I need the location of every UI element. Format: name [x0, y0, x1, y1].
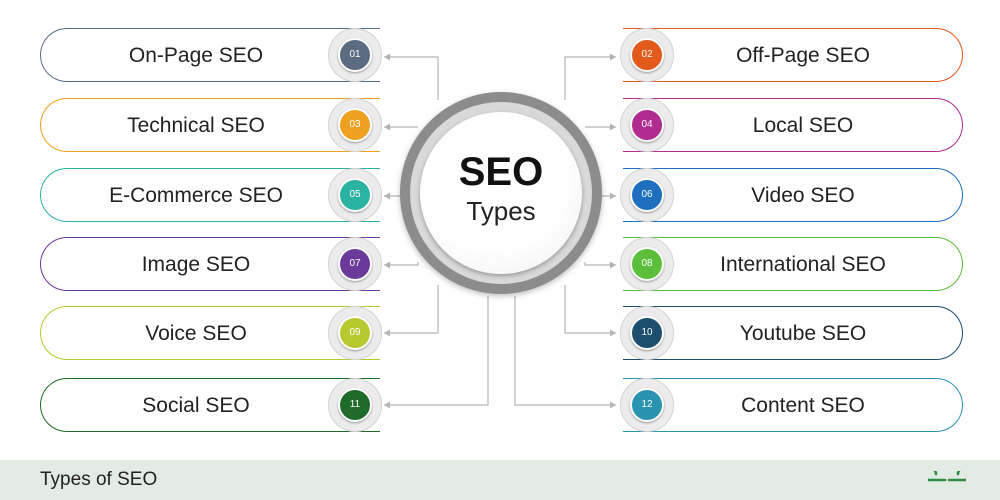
number-badge: 09	[328, 306, 382, 360]
connector-arrow	[384, 123, 390, 131]
seo-type-label: Social SEO	[142, 394, 250, 417]
seo-type-card: Video SEO	[623, 168, 963, 222]
connector-arrow	[610, 329, 616, 337]
connector-lines	[384, 53, 616, 409]
number-badge: 08	[620, 237, 674, 291]
seo-type-label: International SEO	[720, 253, 886, 276]
number-badge-text: 01	[338, 38, 372, 72]
geeksforgeeks-logo-icon	[928, 471, 966, 482]
seo-type-card: Content SEO	[623, 378, 963, 432]
connector-arrow	[384, 329, 390, 337]
seo-type-label: Voice SEO	[145, 322, 247, 345]
seo-type-card: On-Page SEO	[40, 28, 380, 82]
connector-arrow	[384, 401, 390, 409]
seo-type-label: On-Page SEO	[128, 44, 264, 67]
connector-line	[384, 56, 439, 100]
seo-type-label: Image SEO	[141, 253, 251, 276]
connector-arrow	[384, 53, 390, 61]
seo-type-label: Content SEO	[741, 394, 865, 417]
seo-type-card: Local SEO	[623, 98, 963, 152]
connector-arrow	[610, 261, 616, 269]
connector-line	[564, 285, 616, 334]
connector-arrow	[384, 192, 390, 200]
number-badge: 01	[328, 28, 382, 82]
hub-subtitle: Types	[466, 196, 536, 226]
seo-type-label: Technical SEO	[127, 114, 265, 137]
number-badge-text: 03	[338, 108, 372, 142]
connector-line	[384, 262, 419, 266]
hub-circle: SEO Types	[400, 92, 602, 294]
hub-core: SEO Types	[420, 112, 582, 274]
footer-bar: Types of SEO	[0, 460, 1000, 500]
seo-type-card: Youtube SEO	[623, 306, 963, 360]
number-badge: 07	[328, 237, 382, 291]
seo-type-card: Image SEO	[40, 237, 380, 291]
footer-label: Types of SEO	[40, 469, 158, 490]
seo-type-card: Technical SEO	[40, 98, 380, 152]
number-badge: 06	[620, 168, 674, 222]
number-badge: 05	[328, 168, 382, 222]
connector-line	[384, 285, 439, 334]
connector-line	[384, 296, 489, 406]
number-badge-text: 04	[630, 108, 664, 142]
seo-type-label: E-Commerce SEO	[109, 184, 283, 207]
seo-type-label: Local SEO	[752, 114, 854, 137]
connector-arrow	[384, 261, 390, 269]
number-badge-text: 10	[630, 316, 664, 350]
hub-title: SEO	[458, 150, 544, 194]
number-badge: 02	[620, 28, 674, 82]
seo-type-card: Social SEO	[40, 378, 380, 432]
seo-type-label: Video SEO	[751, 184, 855, 207]
connector-arrow	[610, 192, 616, 200]
number-badge: 04	[620, 98, 674, 152]
number-badge-text: 12	[630, 388, 664, 422]
seo-type-label: Youtube SEO	[739, 322, 867, 345]
seo-type-card: Off-Page SEO	[623, 28, 963, 82]
number-badge-text: 02	[630, 38, 664, 72]
connector-line	[564, 56, 616, 100]
connector-line	[584, 262, 616, 266]
number-badge-text: 05	[338, 178, 372, 212]
connector-arrow	[610, 53, 616, 61]
number-badge: 03	[328, 98, 382, 152]
number-badge: 11	[328, 378, 382, 432]
number-badge: 10	[620, 306, 674, 360]
seo-type-card: International SEO	[623, 237, 963, 291]
connector-arrow	[610, 401, 616, 409]
seo-type-card: Voice SEO	[40, 306, 380, 360]
seo-type-card: E-Commerce SEO	[40, 168, 380, 222]
number-badge-text: 11	[338, 388, 372, 422]
seo-type-label: Off-Page SEO	[736, 44, 870, 67]
number-badge-text: 07	[338, 247, 372, 281]
number-badge-text: 06	[630, 178, 664, 212]
number-badge-text: 09	[338, 316, 372, 350]
number-badge-text: 08	[630, 247, 664, 281]
connector-arrow	[610, 123, 616, 131]
connector-line	[514, 296, 616, 406]
number-badge: 12	[620, 378, 674, 432]
